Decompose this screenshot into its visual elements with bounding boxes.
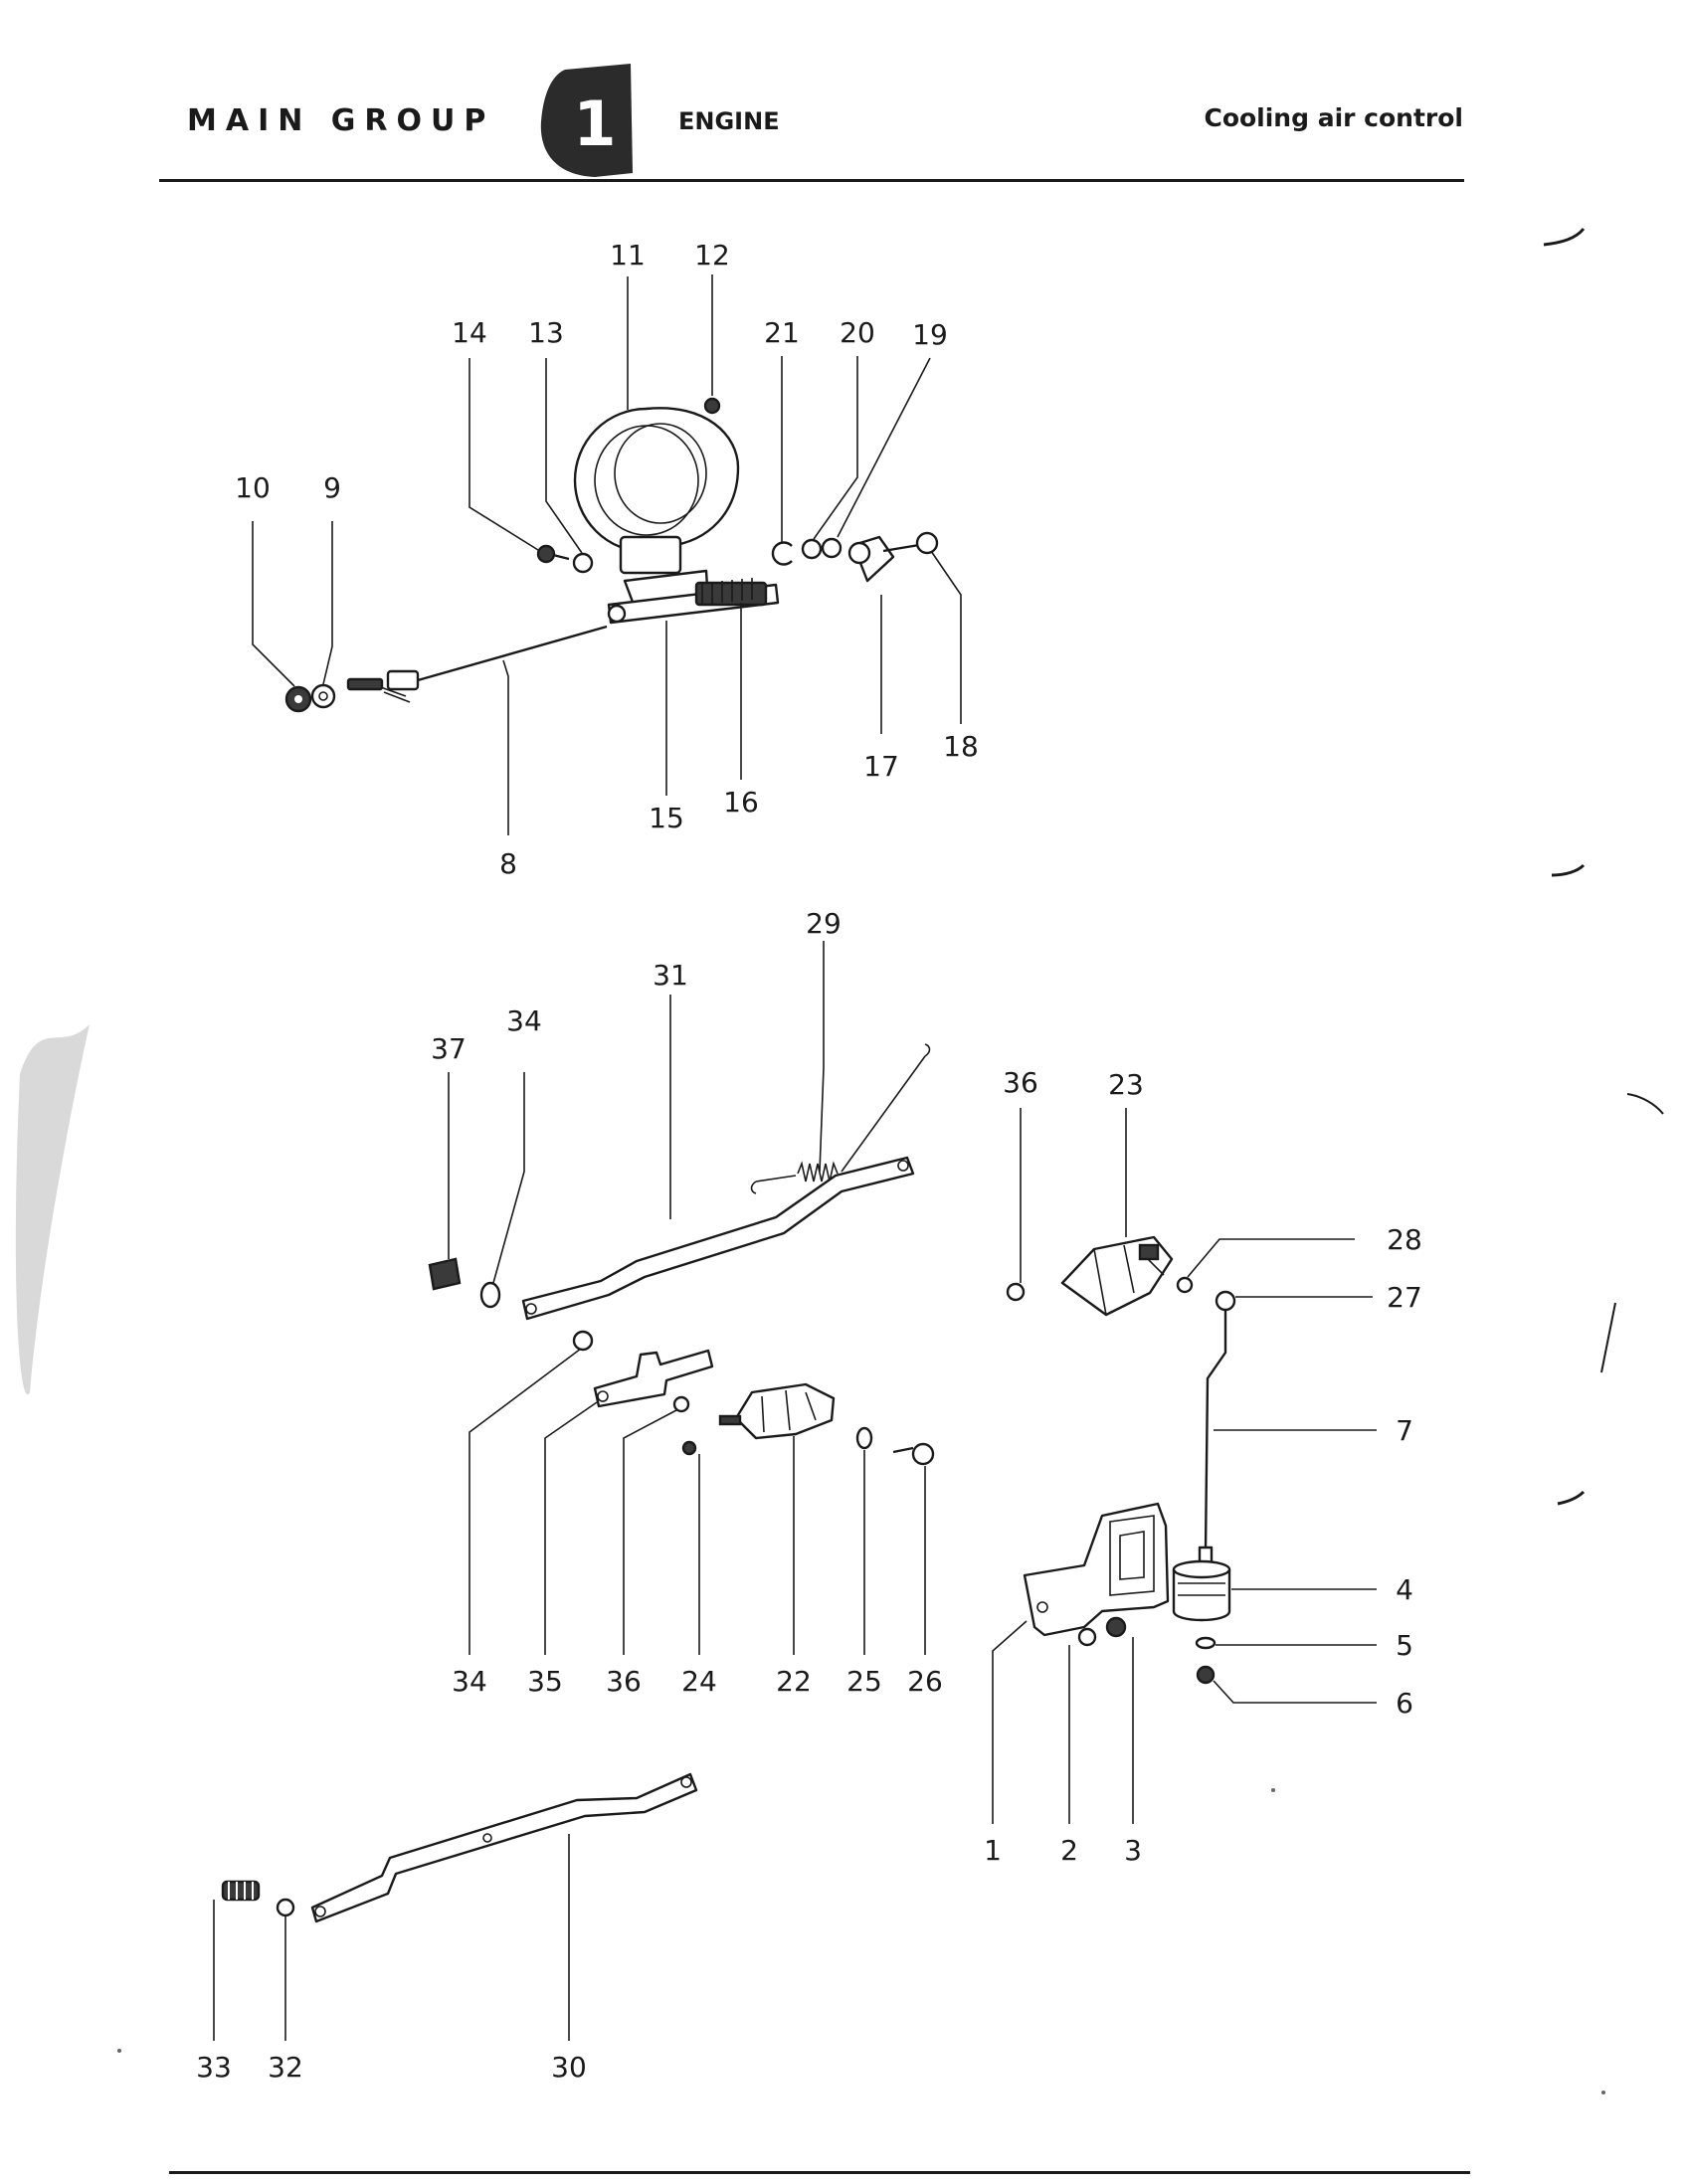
- callout-34b: 34: [452, 1665, 487, 1698]
- bolt-18-part: [882, 531, 939, 555]
- header-rule: [159, 179, 1464, 182]
- operating-rod-31-part: [521, 1156, 915, 1321]
- washer-34a-part: [479, 1281, 501, 1309]
- callout-37: 37: [431, 1032, 467, 1065]
- callout-3: 3: [1124, 1834, 1142, 1867]
- callout-30: 30: [551, 2051, 587, 2084]
- callout-20: 20: [840, 316, 875, 349]
- leader-lines: [213, 274, 1377, 2041]
- nut-3-part: [1105, 1616, 1127, 1638]
- group-number-badge: 1: [540, 64, 633, 177]
- callout-26: 26: [907, 1665, 943, 1698]
- callout-31: 31: [653, 959, 688, 992]
- main-group-label: MAIN GROUP: [187, 103, 495, 138]
- callout-35: 35: [527, 1665, 563, 1698]
- washer-25-part: [855, 1426, 873, 1450]
- callout-34a: 34: [506, 1004, 542, 1037]
- bracket-spring-part: [607, 569, 780, 625]
- screw-6-part: [1196, 1665, 1216, 1685]
- callout-24: 24: [681, 1665, 717, 1698]
- callout-36b: 36: [606, 1665, 642, 1698]
- bracket-23-part: [1060, 1235, 1174, 1317]
- throttle-ring-part: [573, 407, 740, 575]
- callout-labels: 11 12 14 13 21 20 19 10 9 8 15 16 17 18 …: [196, 239, 1422, 2084]
- return-spring-part: [750, 1043, 931, 1194]
- callout-23: 23: [1108, 1068, 1144, 1101]
- section-label: ENGINE: [678, 107, 780, 135]
- callout-11: 11: [610, 239, 646, 272]
- callout-5: 5: [1396, 1629, 1413, 1662]
- callout-22: 22: [776, 1665, 812, 1698]
- control-cable-part: [346, 625, 608, 703]
- callout-7: 7: [1396, 1414, 1413, 1447]
- callout-17: 17: [863, 750, 899, 783]
- spring-33-part: [221, 1880, 261, 1902]
- scan-artifacts: [15, 228, 1664, 2094]
- callout-18: 18: [943, 730, 979, 763]
- washer-20-part: [801, 538, 823, 560]
- callout-27: 27: [1387, 1281, 1422, 1314]
- callout-33: 33: [196, 2051, 232, 2084]
- footer-rule: [169, 2171, 1470, 2174]
- washer-2-part: [1077, 1627, 1097, 1647]
- lever-17-part: [847, 535, 895, 583]
- bracket-22-part: [718, 1382, 836, 1440]
- washer-34b-part: [572, 1330, 594, 1352]
- washer-28-part: [1176, 1276, 1194, 1294]
- bolt-26-part: [892, 1442, 935, 1466]
- washer-9-part: [310, 683, 336, 709]
- circlip-21-part: [771, 541, 793, 566]
- washer-32-part: [276, 1898, 295, 1917]
- callout-29: 29: [806, 907, 842, 940]
- pin-24-part: [681, 1440, 697, 1456]
- callout-4: 4: [1396, 1573, 1413, 1606]
- callout-16: 16: [723, 786, 759, 819]
- callout-28: 28: [1387, 1223, 1422, 1256]
- clip-37-part: [428, 1257, 462, 1291]
- callout-12: 12: [694, 239, 730, 272]
- callout-14: 14: [452, 316, 487, 349]
- operating-rod-30-part: [310, 1772, 698, 1923]
- callout-19: 19: [912, 318, 948, 351]
- callout-21: 21: [764, 316, 800, 349]
- screw-14-part: [536, 544, 570, 564]
- washer-13-part: [572, 552, 594, 574]
- callout-10: 10: [235, 471, 271, 504]
- lever-35-part: [593, 1349, 714, 1408]
- callout-32: 32: [268, 2051, 303, 2084]
- small-screw-part: [703, 397, 721, 415]
- callout-2: 2: [1060, 1834, 1078, 1867]
- callout-13: 13: [528, 316, 564, 349]
- callout-25: 25: [846, 1665, 882, 1698]
- page-title: Cooling air control: [1204, 103, 1463, 132]
- washer-36a-part: [1006, 1282, 1026, 1302]
- washer-19-part: [821, 537, 843, 559]
- callout-15: 15: [649, 802, 684, 834]
- group-number: 1: [573, 88, 616, 160]
- washer-5-part: [1195, 1636, 1217, 1650]
- callout-9: 9: [323, 471, 341, 504]
- callout-6: 6: [1396, 1687, 1413, 1720]
- thermostat-bracket-1-part: [1023, 1502, 1170, 1637]
- thermostat-4-part: [1172, 1546, 1231, 1622]
- ball-joint-27-part: [1215, 1290, 1236, 1312]
- callout-1: 1: [984, 1834, 1002, 1867]
- washer-36b-part: [672, 1395, 690, 1413]
- callout-36a: 36: [1003, 1066, 1038, 1099]
- callout-8: 8: [499, 847, 517, 880]
